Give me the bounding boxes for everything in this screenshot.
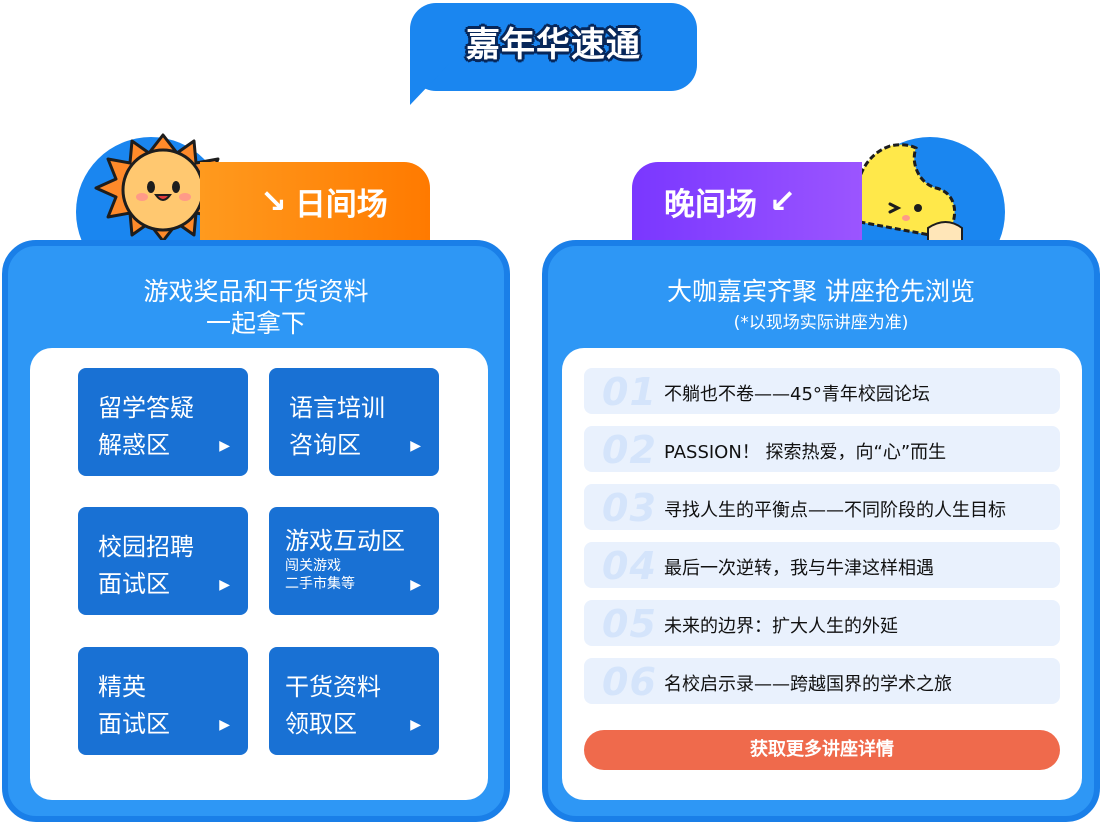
zone-label: 校园招聘 — [98, 533, 194, 561]
zone-elite-interview[interactable]: 精英 面试区 ▶ — [78, 647, 248, 755]
sun-mascot-icon — [94, 133, 232, 243]
lecture-item[interactable]: 05 未来的边界：扩大人生的外延 — [584, 600, 1060, 646]
lecture-title: PASSION！ 探索热爱，向“心”而生 — [664, 442, 947, 463]
lecture-title: 最后一次逆转，我与牛津这样相遇 — [664, 558, 934, 579]
zone-language-training[interactable]: 语言培训 咨询区 ▶ — [269, 368, 439, 476]
lecture-list: 01 不躺也不卷——45°青年校园论坛 02 PASSION！ 探索热爱，向“心… — [562, 348, 1082, 800]
moon-mascot-icon — [854, 143, 963, 242]
night-session-panel: 大咖嘉宾齐聚 讲座抢先浏览 (*以现场实际讲座为准) 01 不躺也不卷——45°… — [542, 240, 1100, 822]
day-headline-line2: 一起拿下 — [205, 309, 306, 338]
lecture-number: 04 — [602, 544, 657, 588]
zone-label: 留学答疑 — [98, 394, 194, 422]
lecture-title: 未来的边界：扩大人生的外延 — [664, 616, 898, 637]
lecture-item[interactable]: 04 最后一次逆转，我与牛津这样相遇 — [584, 542, 1060, 588]
more-lectures-button[interactable]: 获取更多讲座详情 — [584, 730, 1060, 770]
play-triangle-icon: ▶ — [219, 717, 230, 733]
zone-label: 咨询区 — [289, 431, 361, 459]
night-session-tag: 晚间场 ↙ — [632, 162, 862, 240]
zone-study-abroad-qa[interactable]: 留学答疑 解惑区 ▶ — [78, 368, 248, 476]
zone-label: 游戏互动区 — [285, 527, 405, 555]
lecture-item[interactable]: 06 名校启示录——跨越国界的学术之旅 — [584, 658, 1060, 704]
play-triangle-icon: ▶ — [219, 577, 230, 593]
zone-label: 面试区 — [98, 570, 170, 598]
zone-label: 精英 — [98, 673, 146, 701]
zone-campus-recruit[interactable]: 校园招聘 面试区 ▶ — [78, 507, 248, 615]
banner-title: 嘉年华速通 — [466, 25, 641, 65]
zone-materials-pickup[interactable]: 干货资料 领取区 ▶ — [269, 647, 439, 755]
lecture-item[interactable]: 02 PASSION！ 探索热爱，向“心”而生 — [584, 426, 1060, 472]
night-headline: 大咖嘉宾齐聚 讲座抢先浏览 — [667, 277, 975, 306]
day-session-panel: 游戏奖品和干货资料 一起拿下 留学答疑 解惑区 ▶ 语言培训 咨询区 ▶ 校园招… — [2, 240, 510, 822]
play-triangle-icon: ▶ — [410, 717, 421, 733]
lecture-item[interactable]: 01 不躺也不卷——45°青年校园论坛 — [584, 368, 1060, 414]
zone-label: 语言培训 — [289, 394, 385, 422]
zone-label: 面试区 — [98, 710, 170, 738]
lecture-number: 03 — [602, 486, 657, 530]
zone-label: 解惑区 — [98, 431, 170, 459]
lecture-number: 06 — [602, 660, 657, 704]
lecture-title: 寻找人生的平衡点——不同阶段的人生目标 — [664, 500, 1006, 521]
top-banner: 嘉年华速通 — [410, 3, 697, 105]
play-triangle-icon: ▶ — [410, 438, 421, 454]
arrow-down-right-icon: ↘ — [260, 182, 287, 220]
zone-sublabel: 闯关游戏 — [285, 558, 341, 574]
play-triangle-icon: ▶ — [219, 438, 230, 454]
zone-sublabel: 二手市集等 — [285, 576, 355, 592]
arrow-down-left-icon: ↙ — [769, 182, 796, 220]
day-session-tag: ↘ 日间场 — [200, 162, 430, 240]
day-headline-line1: 游戏奖品和干货资料 — [143, 277, 369, 306]
lecture-number: 02 — [602, 428, 657, 472]
zone-grid: 留学答疑 解惑区 ▶ 语言培训 咨询区 ▶ 校园招聘 面试区 ▶ 游戏互动区 闯… — [30, 348, 488, 800]
play-triangle-icon: ▶ — [410, 577, 421, 593]
night-note: (*以现场实际讲座为准) — [733, 313, 909, 333]
lecture-title: 不躺也不卷——45°青年校园论坛 — [664, 384, 930, 405]
zone-label: 干货资料 — [285, 673, 381, 701]
zone-label: 领取区 — [285, 710, 357, 738]
night-session-label: 晚间场 — [664, 186, 757, 223]
day-session-label: 日间场 — [294, 186, 388, 223]
lecture-item[interactable]: 03 寻找人生的平衡点——不同阶段的人生目标 — [584, 484, 1060, 530]
zone-game-interaction[interactable]: 游戏互动区 闯关游戏 二手市集等 ▶ — [269, 507, 439, 615]
lecture-number: 01 — [602, 370, 657, 414]
lecture-number: 05 — [602, 602, 657, 646]
lecture-title: 名校启示录——跨越国界的学术之旅 — [664, 674, 952, 695]
